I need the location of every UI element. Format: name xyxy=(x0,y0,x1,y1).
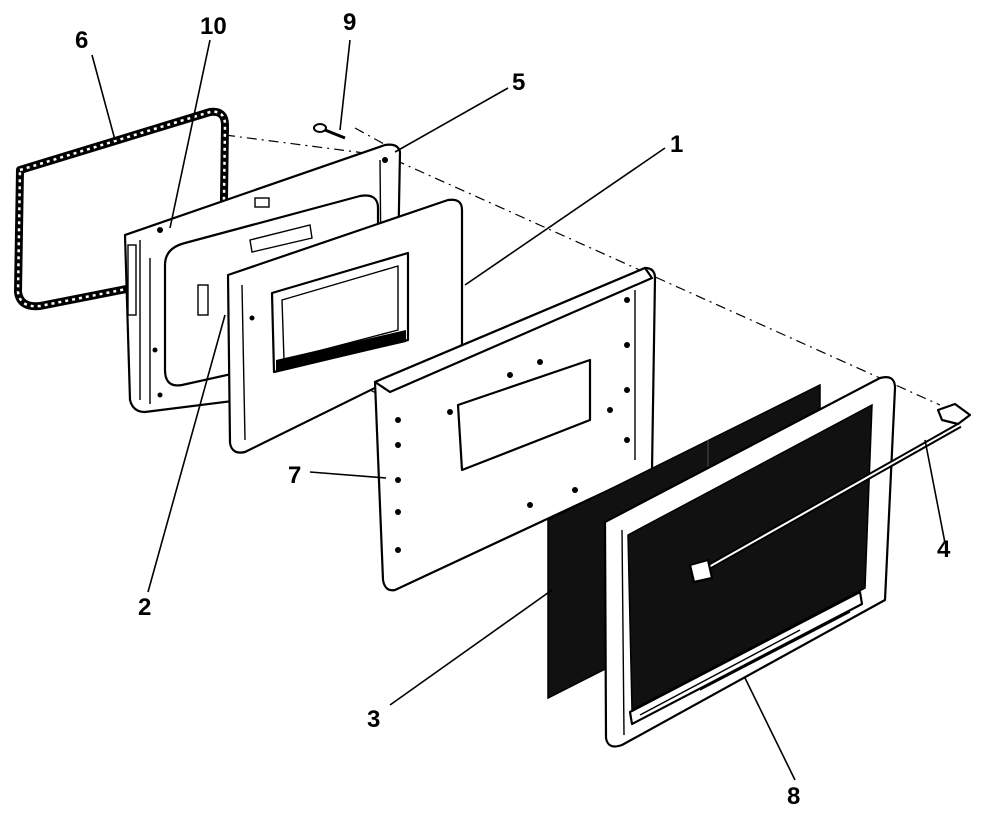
part-8-outer-frame xyxy=(603,376,897,748)
callout-7: 7 xyxy=(288,462,301,489)
part-7-glass-support-panel xyxy=(373,266,657,592)
callout-8: 8 xyxy=(787,783,800,810)
callout-1: 1 xyxy=(670,131,683,158)
callout-9: 9 xyxy=(343,9,356,36)
part-2-window-frame xyxy=(226,198,464,454)
callouts: 6 10 9 5 1 7 4 2 3 8 xyxy=(75,9,951,810)
callout-3: 3 xyxy=(367,706,380,733)
leader-lines xyxy=(91,39,946,781)
callout-10: 10 xyxy=(200,13,227,40)
part-4-handle xyxy=(688,402,972,584)
callout-4: 4 xyxy=(937,536,951,563)
callout-5: 5 xyxy=(512,69,525,96)
callout-6: 6 xyxy=(75,27,88,54)
callout-2: 2 xyxy=(138,594,151,621)
part-9-screw xyxy=(313,123,346,140)
